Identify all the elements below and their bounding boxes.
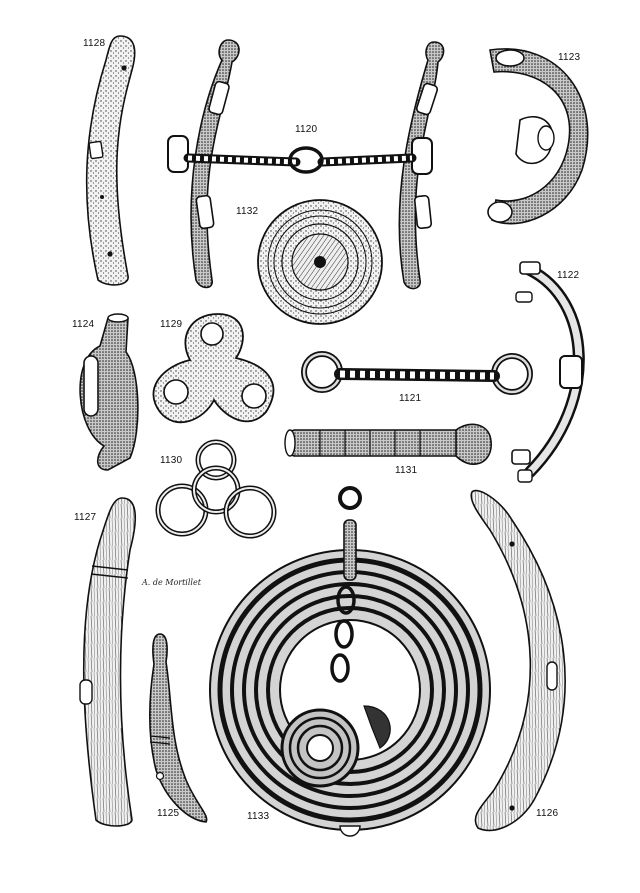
artifact-1128-cheekpiece [85,35,136,286]
artifact-1120-bridle-bit [167,39,445,290]
artifact-1123-u-piece [487,48,589,225]
label-1131: 1131 [395,465,418,476]
label-1127: 1127 [74,512,97,523]
label-1132: 1132 [236,206,259,217]
label-1126: 1126 [536,808,559,819]
label-1124: 1124 [72,319,95,330]
artifact-1133-spiral-disc [209,486,491,837]
artifact-1130-rings [155,439,277,539]
label-1123: 1123 [558,52,581,63]
artifact-1126-bone-tine [470,489,566,832]
artifact-1129-tri-ring [152,313,275,424]
artifact-1124-socket [79,313,139,471]
artifact-1132-disc [257,199,383,325]
label-1129: 1129 [160,319,183,330]
label-1133: 1133 [247,811,270,822]
label-1122: 1122 [557,270,580,281]
artist-signature: A. de Mortillet [142,578,201,587]
label-1128: 1128 [83,38,106,49]
artifact-1125-hook [148,633,208,823]
label-1121: 1121 [399,393,422,404]
label-1130: 1130 [160,455,183,466]
artifact-1121-twisted-bar [301,351,533,395]
label-1120: 1120 [295,124,318,135]
artifact-1131-tube [284,423,492,465]
artifact-1127-bone-strip [79,497,137,827]
artifact-1122-fitting [511,261,585,483]
label-1125: 1125 [157,808,180,819]
